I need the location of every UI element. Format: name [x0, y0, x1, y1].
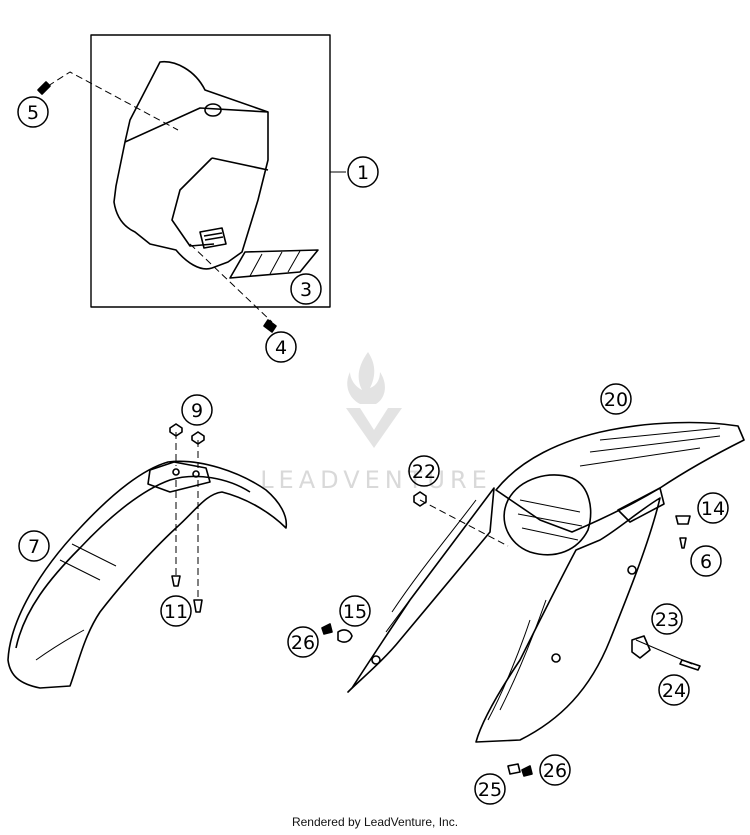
- svg-text:14: 14: [701, 498, 725, 520]
- right-panel-hole-upper: [627, 565, 637, 575]
- callout-26-left: 26: [287, 626, 319, 658]
- screw-24: [679, 659, 701, 671]
- leader-screw-4: [189, 243, 273, 323]
- clip-15: [337, 629, 353, 643]
- right-side-panel: [475, 497, 661, 743]
- svg-text:26: 26: [543, 760, 567, 782]
- fender-inner-line: [15, 475, 251, 649]
- group-frame: [90, 34, 331, 308]
- rear-fender-tab: [617, 487, 665, 523]
- callout-4: 4: [265, 331, 297, 363]
- fender-bolt-hole-right: [192, 470, 200, 478]
- screw-11-right: [193, 599, 203, 613]
- number-plate-group: [37, 34, 346, 333]
- left-panel-hole: [371, 655, 381, 665]
- leader-nut-22: [419, 499, 509, 547]
- callout-26-right: 26: [539, 754, 571, 786]
- rear-fender-ribs: [579, 427, 721, 467]
- front-fender: [7, 460, 288, 689]
- washer-14: [675, 515, 691, 525]
- svg-text:9: 9: [191, 400, 203, 422]
- rear-fender: [495, 421, 745, 533]
- screw-5: [37, 81, 51, 95]
- svg-text:7: 7: [28, 536, 40, 558]
- svg-text:22: 22: [412, 461, 436, 483]
- left-side-panel: [347, 487, 495, 693]
- fender-side-line: [35, 629, 85, 661]
- callout-22: 22: [408, 455, 440, 487]
- screw-4: [263, 319, 277, 333]
- rear-fender-group: [321, 421, 745, 777]
- plate-edge-line: [211, 157, 269, 171]
- plate-clip-slot: [203, 232, 224, 241]
- grommet-23: [631, 635, 651, 659]
- right-panel-stripe: [487, 599, 547, 721]
- callout-14: 14: [697, 492, 729, 524]
- nut-22: [413, 491, 427, 507]
- screw-11-left: [171, 575, 181, 587]
- watermark-v-icon: [346, 408, 402, 448]
- callout-24: 24: [658, 674, 690, 706]
- screw-6: [679, 537, 687, 549]
- watermark: LEADVENTURE: [260, 352, 492, 494]
- svg-text:6: 6: [700, 551, 712, 573]
- washer-25: [507, 763, 521, 775]
- callout-5: 5: [17, 96, 49, 128]
- svg-text:3: 3: [300, 279, 312, 301]
- svg-text:11: 11: [164, 601, 188, 623]
- callout-1: 1: [347, 156, 379, 188]
- number-plate: [113, 61, 269, 270]
- fender-mount-bridge: [147, 461, 211, 493]
- render-credit: Rendered by LeadVenture, Inc.: [291, 815, 459, 829]
- nut-9-right: [191, 431, 205, 445]
- right-panel-hole-lower: [551, 653, 561, 663]
- callout-11: 11: [160, 595, 192, 627]
- airbox-grid: [517, 499, 583, 541]
- svg-text:25: 25: [478, 779, 502, 801]
- airbox-opening: [503, 474, 592, 556]
- screw-26-right: [521, 765, 533, 777]
- callout-9: 9: [181, 394, 213, 426]
- callout-7: 7: [18, 530, 50, 562]
- fender-bolt-hole-left: [172, 468, 180, 476]
- svg-text:4: 4: [275, 337, 287, 359]
- svg-text:26: 26: [291, 632, 315, 654]
- plate-side-contour: [171, 157, 215, 247]
- callout-15: 15: [339, 595, 371, 627]
- callout-6: 6: [690, 545, 722, 577]
- watermark-flame-icon: [347, 352, 385, 404]
- front-fender-group: [7, 423, 288, 689]
- plate-decal-stripes: [249, 250, 301, 277]
- svg-text:24: 24: [662, 680, 686, 702]
- callout-23: 23: [651, 603, 683, 635]
- plate-mounting-hole: [204, 103, 222, 117]
- plate-decal: [229, 249, 319, 279]
- plate-clip: [199, 227, 227, 249]
- screw-26-left: [321, 623, 333, 635]
- svg-text:20: 20: [604, 389, 628, 411]
- fender-stripe: [59, 543, 117, 581]
- svg-text:15: 15: [343, 601, 367, 623]
- svg-text:1: 1: [357, 162, 369, 184]
- nut-9-left: [169, 423, 183, 437]
- callout-20: 20: [600, 383, 632, 415]
- plate-inner-fold: [124, 107, 269, 143]
- left-panel-inner: [385, 499, 477, 633]
- watermark-text: LEADVENTURE: [260, 466, 492, 494]
- callout-25: 25: [474, 773, 506, 805]
- callout-3: 3: [290, 273, 322, 305]
- svg-text:5: 5: [27, 102, 39, 124]
- leader-screw-5: [47, 71, 179, 131]
- svg-text:23: 23: [655, 609, 679, 631]
